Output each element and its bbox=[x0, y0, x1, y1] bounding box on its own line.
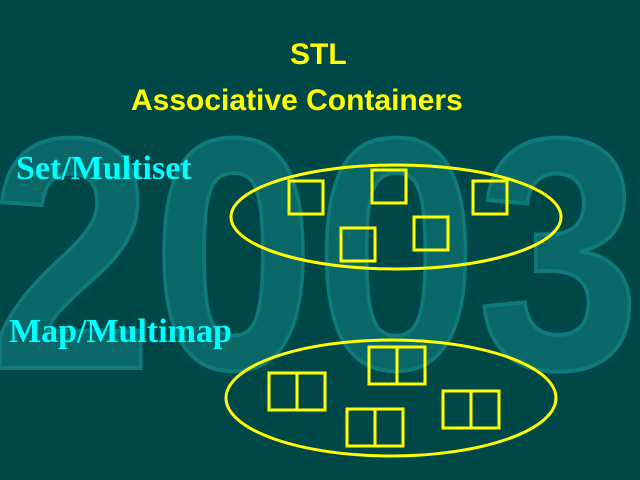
map-pair bbox=[267, 371, 327, 412]
map-ellipse bbox=[224, 338, 558, 458]
set-element bbox=[471, 179, 509, 216]
slide-title-line2: Associative Containers bbox=[131, 84, 463, 117]
set-container bbox=[229, 163, 563, 271]
set-element bbox=[412, 215, 450, 252]
watermark-text: 2003 bbox=[0, 69, 640, 438]
map-multimap-label: Map/Multimap bbox=[9, 313, 232, 350]
set-element bbox=[370, 168, 408, 205]
set-ellipse bbox=[229, 163, 563, 271]
map-pair bbox=[345, 407, 405, 448]
set-multiset-label: Set/Multiset bbox=[16, 150, 192, 187]
set-element bbox=[287, 179, 325, 216]
map-container bbox=[224, 338, 558, 458]
map-pair bbox=[441, 389, 501, 430]
set-element bbox=[339, 226, 377, 263]
slide-title-line1: STL bbox=[290, 38, 347, 71]
map-pair bbox=[367, 345, 427, 386]
